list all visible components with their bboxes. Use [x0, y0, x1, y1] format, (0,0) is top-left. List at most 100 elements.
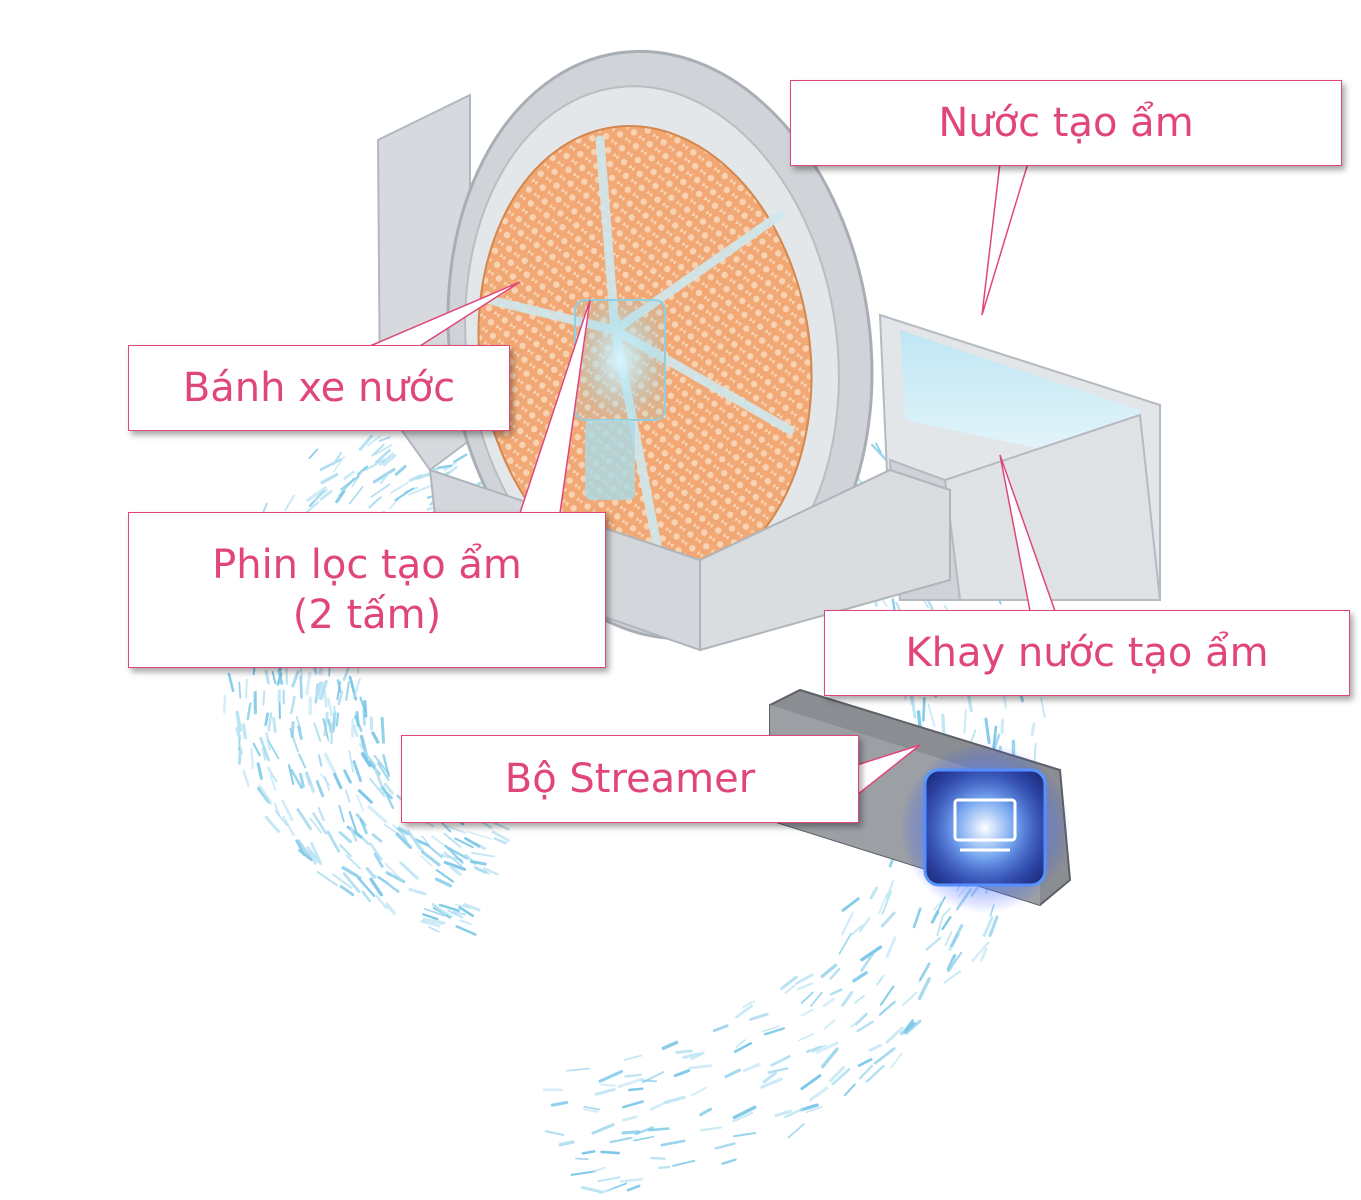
airflow-streak — [435, 869, 455, 883]
airflow-streak — [944, 931, 953, 947]
airflow-streak — [345, 854, 362, 870]
airflow-streak — [600, 1083, 616, 1087]
airflow-streak — [732, 1111, 754, 1123]
airflow-streak — [664, 1095, 686, 1105]
airflow-streak — [865, 1064, 885, 1083]
airflow-streak — [378, 436, 391, 442]
airflow-streak — [357, 876, 376, 897]
airflow-streak — [408, 474, 423, 483]
airflow-streak — [361, 890, 371, 903]
airflow-streak — [743, 1063, 761, 1073]
airflow-streak — [828, 1066, 846, 1083]
airflow-streak — [323, 711, 329, 737]
label-water-wheel: Bánh xe nước — [128, 345, 510, 431]
airflow-streak — [691, 1086, 708, 1097]
airflow-streak — [288, 764, 295, 785]
airflow-streak — [841, 897, 860, 912]
airflow-streak — [264, 712, 270, 726]
airflow-streak — [721, 1158, 737, 1165]
airflow-streak — [284, 494, 295, 511]
airflow-streak — [732, 1105, 757, 1120]
airflow-streak — [267, 712, 273, 732]
airflow-streak — [370, 483, 391, 498]
airflow-streak — [575, 1157, 589, 1161]
airflow-streak — [1040, 697, 1046, 719]
airflow-streak — [936, 916, 944, 937]
label-humidifying-filter-line2: (2 tấm) — [292, 592, 442, 638]
airflow-streak — [419, 919, 441, 928]
airflow-streak — [735, 1039, 746, 1048]
airflow-streak — [343, 470, 356, 480]
airflow-streak — [341, 866, 362, 880]
airflow-streak — [317, 754, 323, 767]
airflow-streak — [558, 1140, 575, 1147]
airflow-streak — [800, 1008, 814, 1017]
airflow-streak — [359, 696, 367, 713]
airflow-streak — [581, 1150, 596, 1155]
airflow-streak — [339, 844, 352, 858]
airflow-streak — [349, 826, 358, 842]
airflow-streak — [291, 670, 300, 688]
airflow-streak — [356, 794, 364, 812]
airflow-streak — [858, 917, 871, 933]
airflow-streak — [462, 903, 481, 912]
airflow-streak — [798, 1033, 814, 1042]
airflow-streak — [269, 774, 277, 791]
airflow-streak — [491, 830, 511, 842]
airflow-streak — [800, 1103, 819, 1112]
airflow-streak — [927, 703, 936, 728]
airflow-streak — [565, 1067, 591, 1072]
airflow-streak — [374, 448, 391, 465]
airflow-streak — [299, 675, 303, 699]
airflow-streak — [910, 694, 917, 719]
airflow-streak — [414, 838, 430, 847]
airflow-streak — [876, 975, 885, 986]
airflow-streak — [970, 729, 977, 744]
airflow-streak — [399, 861, 419, 880]
airflow-streak — [988, 915, 999, 938]
airflow-streak — [371, 833, 383, 843]
airflow-streak — [266, 766, 278, 783]
airflow-streak — [296, 808, 312, 831]
airflow-streak — [408, 888, 427, 896]
airflow-streak — [455, 925, 477, 936]
airflow-streak — [241, 723, 248, 740]
airflow-streak — [841, 912, 854, 936]
airflow-streak — [227, 672, 235, 693]
airflow-streak — [917, 977, 931, 1001]
airflow-streak — [856, 1020, 874, 1033]
airflow-streak — [421, 835, 430, 846]
airflow-streak — [372, 467, 396, 484]
airflow-streak — [384, 862, 404, 882]
airflow-streak — [333, 705, 337, 722]
airflow-streak — [634, 1126, 654, 1136]
airflow-streak — [900, 1021, 917, 1036]
airflow-streak — [843, 1083, 856, 1097]
airflow-streak — [337, 690, 344, 706]
airflow-streak — [359, 818, 368, 835]
airflow-streak — [822, 997, 835, 1008]
airflow-streak — [967, 694, 973, 713]
airflow-streak — [869, 886, 879, 900]
airflow-streak — [235, 727, 242, 741]
airflow-streak — [305, 671, 312, 696]
airflow-streak — [319, 490, 333, 501]
airflow-streak — [265, 732, 272, 751]
airflow-streak — [369, 777, 386, 798]
airflow-streak — [313, 722, 322, 742]
airflow-streak — [332, 451, 343, 466]
airflow-streak — [733, 1132, 757, 1138]
airflow-streak — [338, 804, 345, 823]
airflow-streak — [367, 805, 388, 824]
airflow-streak — [806, 1045, 822, 1053]
airflow-streak — [258, 784, 273, 805]
airflow-streak — [323, 752, 337, 776]
wheel-hub — [574, 299, 666, 421]
label-humidifying-water: Nước tạo ẩm — [790, 80, 1342, 166]
airflow-streak — [317, 681, 325, 699]
airflow-streak — [649, 1100, 668, 1111]
airflow-streak — [394, 487, 414, 502]
label-streamer-unit: Bộ Streamer — [401, 735, 859, 823]
airflow-streak — [591, 1123, 615, 1135]
airflow-streak — [838, 932, 852, 955]
